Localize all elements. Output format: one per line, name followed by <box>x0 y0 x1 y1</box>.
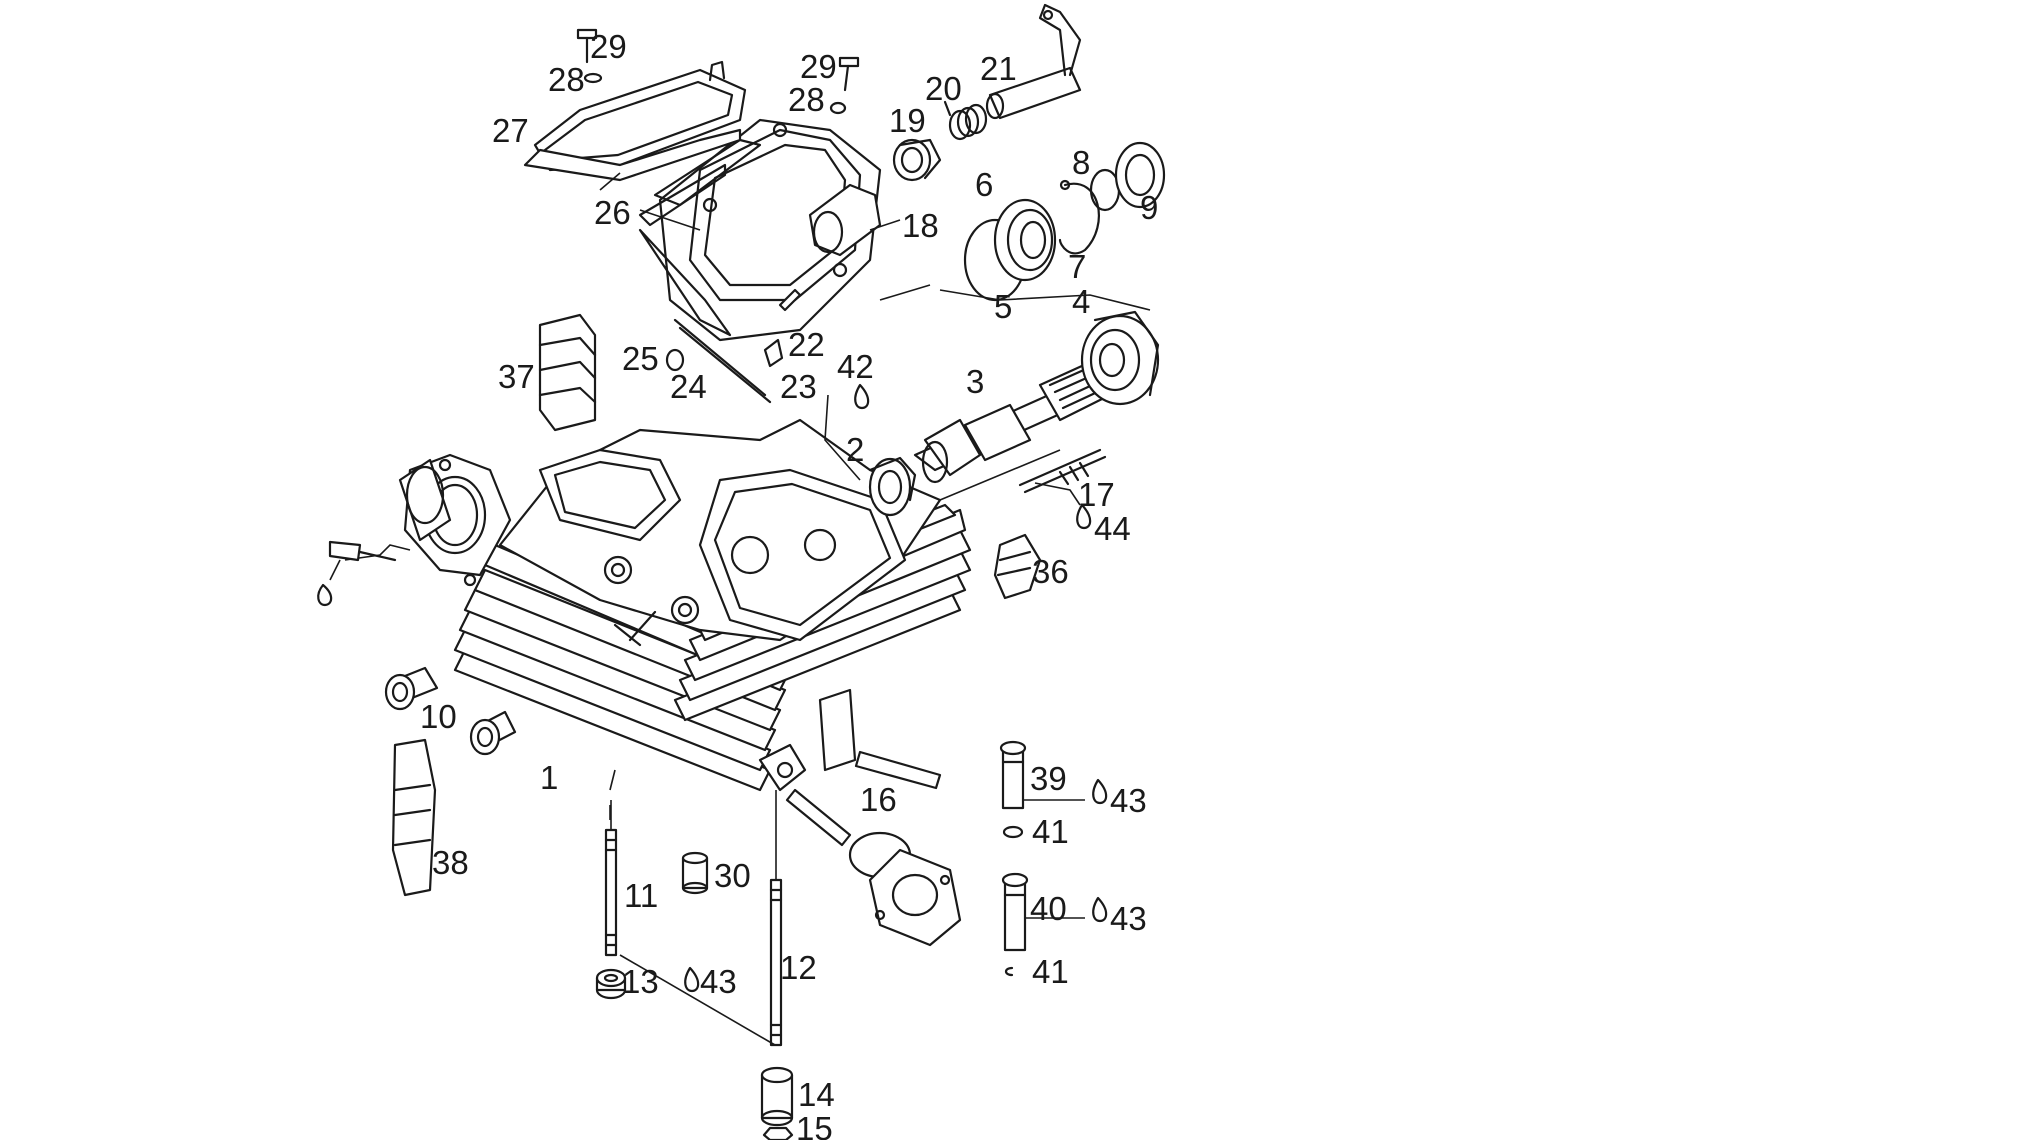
callout-18: 18 <box>902 207 939 244</box>
callout-36: 36 <box>1032 553 1069 590</box>
callout-8: 8 <box>1072 144 1090 181</box>
rubber-block-36 <box>993 533 1042 600</box>
callout-28b: 28 <box>788 81 825 118</box>
callout-12: 12 <box>780 949 817 986</box>
callout-43b: 43 <box>1110 900 1147 937</box>
callout-43c: 43 <box>700 963 737 1000</box>
spacer-14 <box>760 1066 794 1127</box>
callout-39: 39 <box>1030 760 1067 797</box>
intake-flange <box>344 453 512 587</box>
callout-27: 27 <box>492 112 529 149</box>
small-parts <box>665 288 802 404</box>
callout-23: 23 <box>780 368 817 405</box>
gear-6 <box>993 198 1057 282</box>
callout-11: 11 <box>624 877 658 914</box>
stud-17 <box>1018 448 1107 494</box>
callout-4: 4 <box>1072 283 1090 320</box>
spring-20 <box>943 100 988 141</box>
nut-10a <box>384 666 439 711</box>
callout-9: 9 <box>1140 189 1158 226</box>
callout-2: 2 <box>846 431 864 468</box>
callout-28a: 28 <box>548 61 585 98</box>
callout-labels: 1 2 3 4 5 6 7 8 9 10 11 12 13 14 15 16 1… <box>420 28 1158 1140</box>
callout-42: 42 <box>837 348 874 385</box>
valve-guide-39 <box>999 740 1027 810</box>
callout-26: 26 <box>594 194 631 231</box>
callout-5: 5 <box>994 288 1012 325</box>
nut-13 <box>595 968 627 1000</box>
callout-1: 1 <box>540 759 558 796</box>
callout-29a: 29 <box>590 28 627 65</box>
callout-17: 17 <box>1078 476 1115 513</box>
gasket <box>638 138 762 337</box>
bearing-19 <box>892 138 942 182</box>
washer-9 <box>1114 141 1166 209</box>
drops <box>684 383 1108 993</box>
ring-8 <box>1089 168 1121 212</box>
callout-14: 14 <box>798 1076 835 1113</box>
callout-38: 38 <box>432 844 469 881</box>
callout-13: 13 <box>622 963 659 1000</box>
callout-20: 20 <box>925 70 962 107</box>
rubber-block-38 <box>391 738 437 897</box>
callout-37: 37 <box>498 358 535 395</box>
bolt-29-left <box>576 28 603 84</box>
callout-10: 10 <box>420 698 457 735</box>
nut-15 <box>762 1126 794 1140</box>
bracket-5-4 <box>939 289 1151 311</box>
stud-11 <box>604 828 618 957</box>
bolt-29-right <box>829 56 860 115</box>
callout-30: 30 <box>714 857 751 894</box>
callout-16: 16 <box>860 781 897 818</box>
callout-25: 25 <box>622 340 659 377</box>
callout-40: 40 <box>1030 890 1067 927</box>
callout-41a: 41 <box>1032 813 1069 850</box>
rocker-cover <box>523 60 882 342</box>
callout-19: 19 <box>889 102 926 139</box>
callout-15: 15 <box>796 1110 833 1140</box>
callout-24: 24 <box>670 368 707 405</box>
callout-43a: 43 <box>1110 782 1147 819</box>
callout-29b: 29 <box>800 48 837 85</box>
callout-7: 7 <box>1068 248 1086 285</box>
callout-3: 3 <box>966 363 984 400</box>
shaft-21 <box>985 3 1082 120</box>
dowel-30 <box>681 851 709 895</box>
bearing-2 <box>868 456 917 517</box>
callout-41b: 41 <box>1032 953 1069 990</box>
exhaust-flange <box>848 831 962 947</box>
clip-7 <box>1058 179 1100 255</box>
callout-21: 21 <box>980 50 1017 87</box>
bolt-left <box>317 540 397 607</box>
o-rings-41 <box>1002 825 1024 977</box>
nut-10b <box>469 710 517 756</box>
valve-guide-40 <box>1001 872 1029 952</box>
bearing-4 <box>1080 310 1160 406</box>
callout-22: 22 <box>788 326 825 363</box>
stud-12 <box>610 790 783 1047</box>
rubber-block-37 <box>538 313 597 432</box>
callout-44: 44 <box>1094 510 1131 547</box>
leader-lines <box>599 172 1085 1046</box>
callout-6: 6 <box>975 166 993 203</box>
stud-16 <box>785 750 942 847</box>
cylinder-head <box>453 418 972 792</box>
